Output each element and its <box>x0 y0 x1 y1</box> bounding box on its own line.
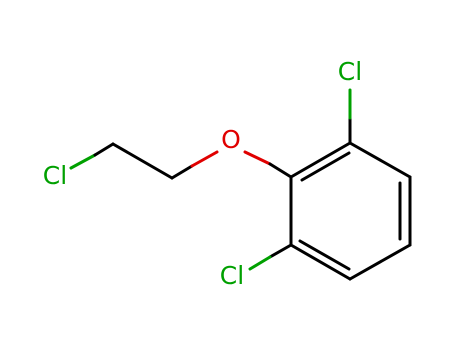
bond-cl-ch2-carbon <box>93 142 115 157</box>
atom-cl-chain: Cl <box>43 161 67 190</box>
bond-cl-ch2-halo <box>69 153 97 170</box>
bond-o-ring-carbon <box>268 162 293 179</box>
ring-bond-c5-c6 <box>289 243 352 281</box>
ring-bond-c1-c2-inner <box>300 151 351 182</box>
ring-bond-c4-c5 <box>348 243 412 281</box>
atom-cl-top: Cl <box>338 57 362 86</box>
bond-ring-cl-bottom-carbon <box>268 243 293 259</box>
bond-ch2-o-oxygen <box>190 150 219 168</box>
bond-ch2-o-carbon <box>170 164 194 180</box>
bonds <box>69 88 412 281</box>
ring-bond-c2-c3 <box>348 141 412 179</box>
atom-oxygen: O <box>221 125 241 154</box>
bond-o-ring-oxygen <box>243 150 272 166</box>
ring-bond-c1-c2 <box>289 141 352 179</box>
bond-ring-cl-bottom-halo <box>248 255 272 271</box>
bond-ch2-ch2 <box>111 142 174 180</box>
atom-cl-bottom: Cl <box>220 261 244 290</box>
ring-bond-c5-c6-inner <box>298 239 351 271</box>
atom-labels: Cl O Cl Cl <box>43 57 362 290</box>
